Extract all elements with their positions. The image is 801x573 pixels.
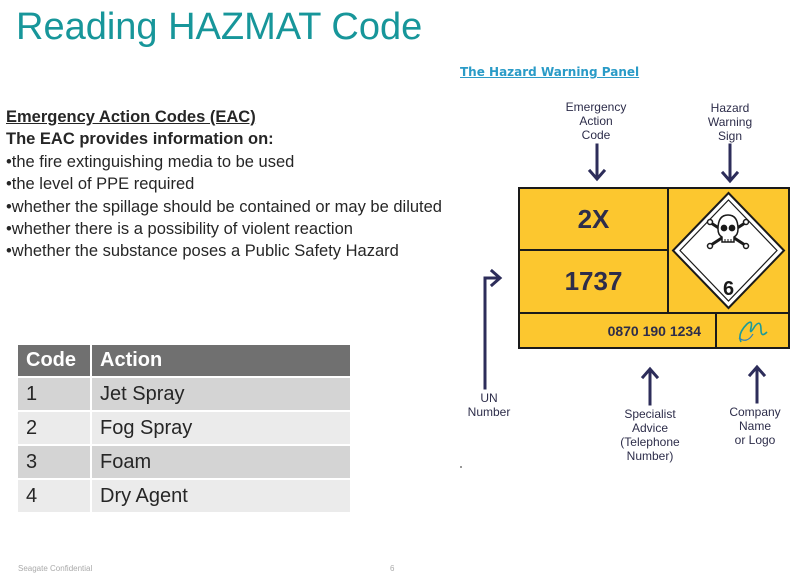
skull-crossbones-icon	[706, 214, 750, 250]
eac-intro: The EAC provides information on:	[6, 130, 274, 149]
arrow-up-icon	[747, 364, 767, 404]
label-line: Code	[581, 128, 611, 142]
action-cell: Jet Spray	[90, 376, 350, 411]
label-line: or Logo	[734, 433, 776, 447]
action-cell: Foam	[90, 444, 350, 479]
code-cell: 4	[18, 478, 91, 512]
label-line: Name	[738, 419, 771, 433]
label-line: Number	[467, 405, 511, 419]
eac-bullet: •whether the spillage should be containe…	[6, 197, 442, 216]
label-line: Warning	[707, 115, 753, 129]
eac-heading: Emergency Action Codes (EAC)	[6, 108, 256, 126]
action-cell: Dry Agent	[90, 478, 350, 512]
table-row: 1 Jet Spray	[18, 376, 350, 411]
label-line: Sign	[717, 129, 743, 143]
label-line: UN	[480, 391, 498, 405]
table-row: 4 Dry Agent	[18, 478, 350, 512]
code-cell: 3	[18, 444, 91, 479]
footer-text: Seagate Confidential	[18, 564, 93, 573]
company-logo-icon	[738, 320, 768, 342]
label-company-name: Company Name or Logo	[715, 405, 795, 447]
label-emergency-action-code: Emergency Action Code	[556, 100, 636, 142]
hazard-warning-panel: 2X 1737 6 0870 190 1234	[518, 187, 790, 349]
company-logo	[717, 312, 788, 347]
toxic-diamond-icon: 6	[671, 191, 786, 310]
page-number: 6	[390, 564, 395, 573]
hazard-sign: 6	[669, 189, 788, 312]
label-line: Advice	[631, 421, 669, 435]
column-header-action: Action	[90, 345, 350, 377]
label-line: Number)	[626, 449, 674, 463]
telephone-number: 0870 190 1234	[520, 312, 717, 347]
label-hazard-warning-sign: Hazard Warning Sign	[695, 101, 765, 143]
hazard-class-number: 6	[723, 278, 734, 300]
stray-dot	[460, 466, 462, 468]
arrow-down-icon	[587, 143, 607, 182]
column-header-code: Code	[18, 345, 91, 377]
slide-title: Reading HAZMAT Code	[16, 6, 423, 48]
arrow-right-icon	[483, 268, 503, 390]
arrow-down-icon	[720, 143, 740, 184]
table-header-row: Code Action	[18, 345, 350, 377]
label-line: Emergency	[565, 100, 627, 114]
eac-bullet: •whether there is a possibility of viole…	[6, 220, 353, 239]
eac-value: 2X	[520, 189, 669, 251]
code-action-table: Code Action 1 Jet Spray 2 Fog Spray 3 Fo…	[18, 345, 350, 512]
hazard-warning-panel-link[interactable]: The Hazard Warning Panel	[460, 65, 640, 79]
label-line: Company	[729, 405, 781, 419]
eac-bullet: •whether the substance poses a Public Sa…	[6, 242, 399, 261]
code-cell: 1	[18, 376, 91, 411]
eac-bullet: •the fire extinguishing media to be used	[6, 152, 295, 171]
eac-bullet: •the level of PPE required	[6, 175, 195, 194]
label-line: Specialist	[624, 407, 676, 421]
table-row: 2 Fog Spray	[18, 410, 350, 445]
label-un-number: UN Number	[459, 391, 519, 419]
label-line: Hazard	[710, 101, 750, 115]
un-number-value: 1737	[520, 251, 669, 312]
arrow-up-icon	[640, 366, 660, 406]
label-line: (Telephone	[620, 435, 680, 449]
action-cell: Fog Spray	[90, 410, 350, 445]
code-cell: 2	[18, 410, 91, 445]
eac-section: Emergency Action Codes (EAC) The EAC pro…	[6, 106, 442, 263]
label-line: Action	[579, 114, 613, 128]
label-specialist-advice: Specialist Advice (Telephone Number)	[610, 407, 690, 463]
table-row: 3 Foam	[18, 444, 350, 479]
